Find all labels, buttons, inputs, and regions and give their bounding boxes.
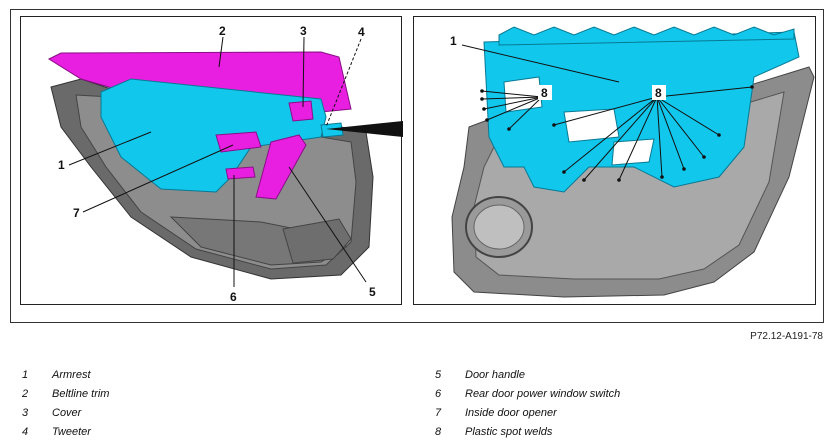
figure-frame — [10, 9, 824, 323]
armrest-panel — [100, 78, 327, 193]
callout-6: 6 — [230, 290, 237, 304]
door-interior-illustration: 1 8 8 — [450, 26, 815, 298]
plastic-spot-welds — [480, 85, 754, 182]
callout-4: 4 — [358, 25, 365, 39]
tweeter — [320, 122, 344, 138]
callout-3: 3 — [300, 24, 307, 38]
weld-leaders-left — [481, 90, 543, 130]
callout-1: 1 — [58, 158, 65, 172]
figure-reference: P72.12-A191-78 — [750, 331, 823, 342]
armrest-inner-side — [483, 31, 800, 193]
tab-row — [498, 26, 795, 46]
callout-8-right: 8 — [655, 86, 662, 100]
cutout-2 — [563, 108, 620, 143]
callout-7: 7 — [73, 206, 80, 220]
callout-2: 2 — [219, 24, 226, 38]
cutout-3 — [611, 138, 655, 166]
speaker-grille-inner — [473, 204, 525, 250]
cutout-1 — [503, 76, 543, 113]
speaker-grille — [282, 218, 352, 264]
door-panel-exterior-view: 2 3 4 1 7 6 5 — [20, 16, 403, 305]
cover — [288, 100, 314, 122]
door-panel-interior-view: 1 8 8 — [413, 16, 816, 305]
callout-5: 5 — [369, 285, 376, 299]
weld-leaders-right — [553, 86, 753, 181]
projection-cone — [326, 121, 403, 137]
callout-1-right: 1 — [450, 34, 457, 48]
inside-door-opener — [215, 131, 262, 153]
door-panel-illustration: 2 3 4 1 7 6 5 — [47, 24, 403, 304]
callout-8-left: 8 — [541, 86, 548, 100]
window-switch — [225, 166, 256, 180]
door-handle — [255, 134, 307, 200]
